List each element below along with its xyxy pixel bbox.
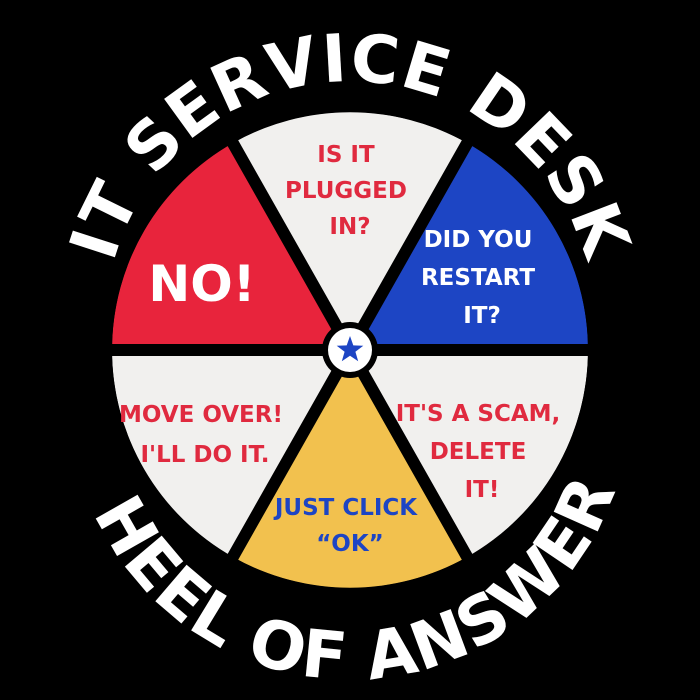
slice-move-over bbox=[112, 350, 350, 557]
center-hub bbox=[322, 322, 378, 378]
slice-scam bbox=[350, 350, 588, 557]
slice-label-plugged-in: IS IT PLUGGED IN? bbox=[285, 142, 415, 240]
wheel-dividers bbox=[100, 132, 600, 568]
label-line: IT? bbox=[463, 303, 501, 329]
divider bbox=[224, 344, 356, 568]
label-line: I'LL DO IT. bbox=[140, 442, 269, 468]
label-line: RESTART bbox=[421, 265, 535, 291]
divider bbox=[344, 132, 476, 356]
label-line: DID YOU bbox=[424, 227, 533, 253]
slice-click-ok bbox=[233, 350, 467, 588]
wheel-rim bbox=[106, 106, 594, 594]
divider bbox=[224, 132, 356, 356]
slice-plugged-in bbox=[233, 112, 467, 350]
label-line: IT! bbox=[465, 477, 500, 503]
label-line: IS IT bbox=[317, 142, 375, 168]
label-line: DELETE bbox=[430, 439, 527, 465]
label-line: IN? bbox=[329, 214, 370, 240]
slice-label-move-over: MOVE OVER! I'LL DO IT. bbox=[119, 402, 291, 468]
label-line: NO! bbox=[148, 255, 255, 313]
label-line: MOVE OVER! bbox=[119, 402, 283, 428]
slice-no bbox=[112, 143, 350, 350]
label-line: JUST CLICK bbox=[273, 495, 418, 521]
slice-label-click-ok: JUST CLICK “OK” bbox=[273, 495, 425, 557]
slice-restart bbox=[350, 143, 588, 350]
slice-label-scam: IT'S A SCAM, DELETE IT! bbox=[396, 401, 569, 503]
wheel bbox=[100, 106, 600, 594]
slice-label-no: NO! bbox=[148, 255, 255, 313]
label-line: PLUGGED bbox=[285, 178, 407, 204]
star-icon bbox=[336, 336, 364, 362]
label-line: IT'S A SCAM, bbox=[396, 401, 561, 427]
slice-labels: IS IT PLUGGED IN? DID YOU RESTART IT? IT… bbox=[119, 142, 569, 557]
divider bbox=[344, 344, 476, 568]
slice-label-restart: DID YOU RESTART IT? bbox=[421, 227, 543, 329]
label-line: “OK” bbox=[316, 531, 384, 557]
